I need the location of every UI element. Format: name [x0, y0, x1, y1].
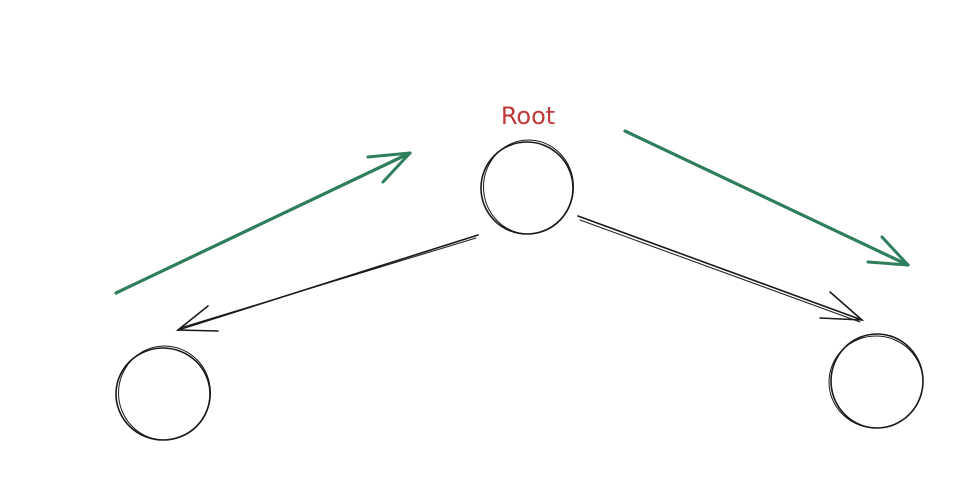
- edge-root-to-left-arrow: [175, 234, 479, 332]
- root-label: Root: [501, 102, 555, 130]
- edge-root-to-right-arrow: [577, 215, 865, 323]
- green-down-arrow: [623, 129, 910, 267]
- right-child-node: [828, 333, 924, 429]
- root-node: [480, 139, 574, 235]
- green-up-arrow: [114, 151, 412, 295]
- left-child-node: [115, 345, 211, 441]
